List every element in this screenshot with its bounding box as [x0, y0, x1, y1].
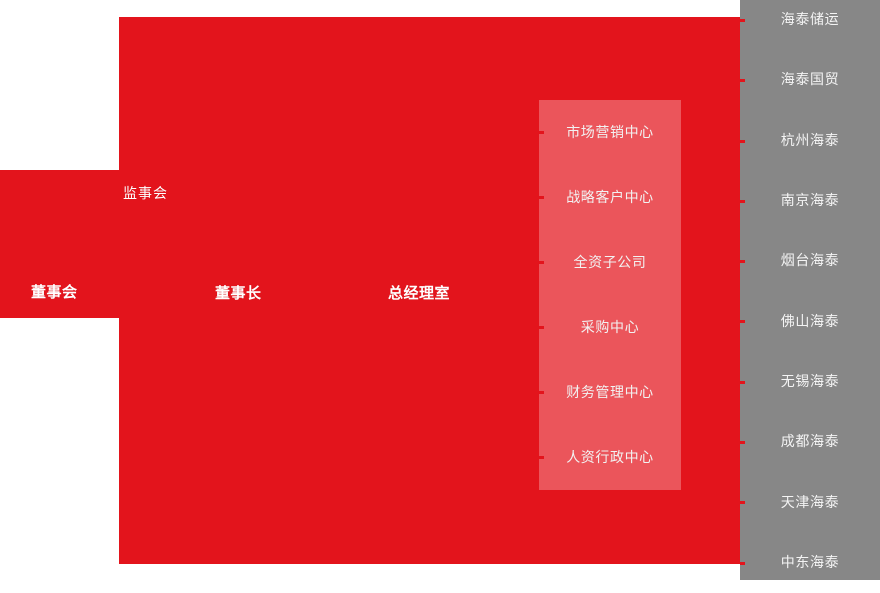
list-item[interactable]: 海泰国贸: [740, 50, 880, 110]
subsidiary-label: 烟台海泰: [780, 253, 840, 270]
functional-centers-panel: 市场营销中心 战略客户中心 全资子公司 采购中心 财务管理中心 人资行政中心: [539, 100, 681, 490]
bullet-dash-icon: [740, 561, 745, 565]
list-item[interactable]: 财务管理中心: [539, 360, 681, 425]
bullet-dash-icon: [740, 380, 745, 384]
bullet-dash-icon: [740, 441, 745, 445]
bullet-dash-icon: [740, 501, 745, 505]
node-board-of-directors[interactable]: 董事会: [31, 283, 78, 301]
bullet-dash-icon: [539, 131, 544, 134]
node-general-manager-office[interactable]: 总经理室: [388, 284, 451, 302]
functional-centers-list: 市场营销中心 战略客户中心 全资子公司 采购中心 财务管理中心 人资行政中心: [539, 100, 681, 490]
list-item[interactable]: 市场营销中心: [539, 100, 681, 165]
bullet-dash-icon: [539, 456, 544, 459]
subsidiary-label: 南京海泰: [780, 193, 840, 210]
bullet-dash-icon: [740, 199, 745, 203]
list-item[interactable]: 佛山海泰: [740, 291, 880, 351]
list-item[interactable]: 杭州海泰: [740, 111, 880, 171]
bullet-dash-icon: [539, 261, 544, 264]
bullet-dash-icon: [740, 79, 745, 83]
subsidiary-label: 佛山海泰: [780, 313, 840, 330]
bullet-dash-icon: [539, 326, 544, 329]
list-item[interactable]: 全资子公司: [539, 230, 681, 295]
functional-center-label: 财务管理中心: [566, 384, 654, 401]
list-item[interactable]: 无锡海泰: [740, 352, 880, 412]
functional-center-label: 采购中心: [580, 319, 640, 336]
functional-center-label: 全资子公司: [573, 254, 647, 271]
functional-center-label: 市场营销中心: [566, 124, 654, 141]
subsidiary-label: 天津海泰: [780, 494, 840, 511]
list-item[interactable]: 中东海泰: [740, 533, 880, 593]
subsidiary-label: 杭州海泰: [780, 132, 840, 149]
org-chart-canvas: 董事会 监事会 董事长 总经理室 市场营销中心 战略客户中心 全资子公司 采购中…: [0, 0, 880, 580]
main-red-panel: [119, 17, 740, 564]
board-red-panel: [0, 170, 119, 318]
bullet-dash-icon: [740, 260, 745, 264]
node-chairman[interactable]: 董事长: [215, 284, 262, 302]
subsidiary-label: 成都海泰: [780, 434, 840, 451]
subsidiaries-sidebar: 海泰储运 海泰国贸 杭州海泰 南京海泰 烟台海泰 佛山海泰: [740, 0, 880, 580]
node-board-of-supervisors[interactable]: 监事会: [123, 186, 168, 202]
bullet-dash-icon: [740, 320, 745, 324]
bullet-dash-icon: [539, 391, 544, 394]
list-item[interactable]: 海泰储运: [740, 0, 880, 50]
functional-center-label: 战略客户中心: [566, 189, 654, 206]
subsidiary-label: 海泰储运: [780, 12, 840, 29]
list-item[interactable]: 战略客户中心: [539, 165, 681, 230]
bullet-dash-icon: [740, 139, 745, 143]
list-item[interactable]: 成都海泰: [740, 412, 880, 472]
bullet-dash-icon: [740, 19, 745, 22]
subsidiary-label: 无锡海泰: [780, 373, 840, 390]
subsidiaries-list: 海泰储运 海泰国贸 杭州海泰 南京海泰 烟台海泰 佛山海泰: [740, 0, 880, 593]
subsidiary-label: 中东海泰: [780, 554, 840, 571]
list-item[interactable]: 人资行政中心: [539, 425, 681, 490]
list-item[interactable]: 天津海泰: [740, 472, 880, 532]
list-item[interactable]: 南京海泰: [740, 171, 880, 231]
subsidiary-label: 海泰国贸: [780, 72, 840, 89]
functional-center-label: 人资行政中心: [566, 449, 654, 466]
list-item[interactable]: 烟台海泰: [740, 231, 880, 291]
list-item[interactable]: 采购中心: [539, 295, 681, 360]
bullet-dash-icon: [539, 196, 544, 199]
